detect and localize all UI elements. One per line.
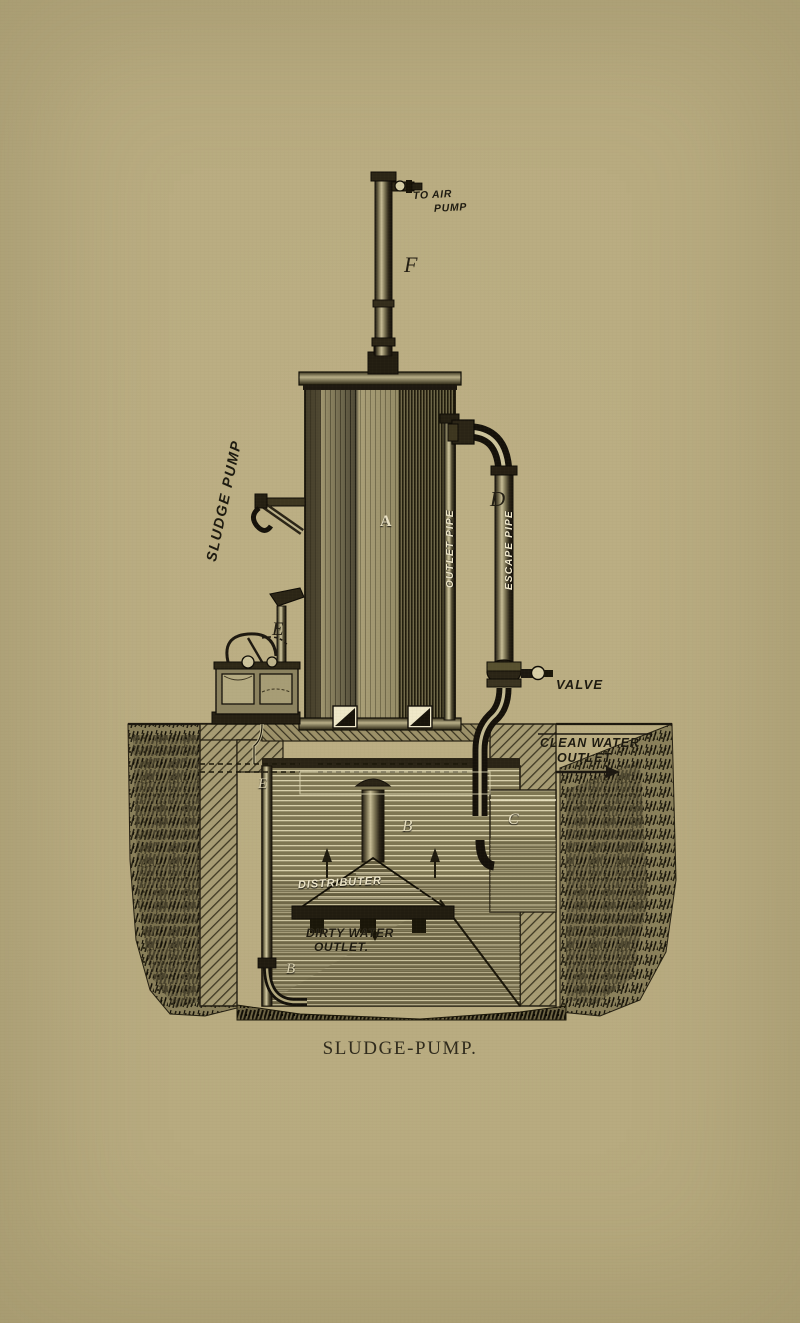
label-outlet-pipe: OUTLET PIPE <box>445 509 456 588</box>
label-dirty-water-outlet-line1: DIRTY WATER <box>306 926 394 940</box>
label-mark-F: F <box>404 252 418 277</box>
label-mark-C: C <box>508 811 519 828</box>
label-clean-water-outlet-line1: CLEAN WATER <box>540 736 640 750</box>
clean-water-arrow <box>556 766 620 778</box>
valve-handwheel <box>530 665 546 681</box>
label-mark-A: A <box>380 513 392 530</box>
davit-crane-arm <box>251 493 306 535</box>
flow-arrows <box>322 848 440 878</box>
label-mark-D: D <box>490 487 506 511</box>
air-pump-branch-valve <box>391 180 423 193</box>
label-dirty-water-outlet-line2: OUTLET. <box>314 940 369 954</box>
pump-lever <box>225 632 278 663</box>
riser-top-collar <box>370 171 397 182</box>
sight-glass-left <box>332 705 358 729</box>
sludge-suction-pipe <box>261 765 273 1007</box>
label-valve: VALVE <box>556 677 604 692</box>
crane-hook <box>251 506 274 533</box>
label-to-air-pump-line1: TO AIR <box>412 187 453 203</box>
air-pump-riser-F <box>374 177 393 357</box>
label-mark-B-tank: B <box>402 816 413 835</box>
pump-machinery <box>211 632 301 725</box>
label-escape-pipe: ESCAPE PIPE <box>504 510 515 590</box>
label-clean-water-outlet-line2: OUTLET <box>557 751 612 765</box>
label-mark-E-upper: E <box>272 619 284 640</box>
sight-glass-right <box>407 705 433 729</box>
buried-pipe-run <box>200 763 300 773</box>
label-mark-B-lower: B <box>286 961 296 977</box>
label-to-air-pump-line2: PUMP <box>433 201 468 215</box>
central-downpipe <box>361 789 385 863</box>
cylinder-bottom-flange <box>298 717 462 731</box>
dirty-water-arrow <box>370 918 380 941</box>
figure-caption: SLUDGE-PUMP. <box>322 1038 478 1059</box>
valve-assembly <box>486 659 553 688</box>
label-mark-E-lower: E <box>258 776 268 792</box>
